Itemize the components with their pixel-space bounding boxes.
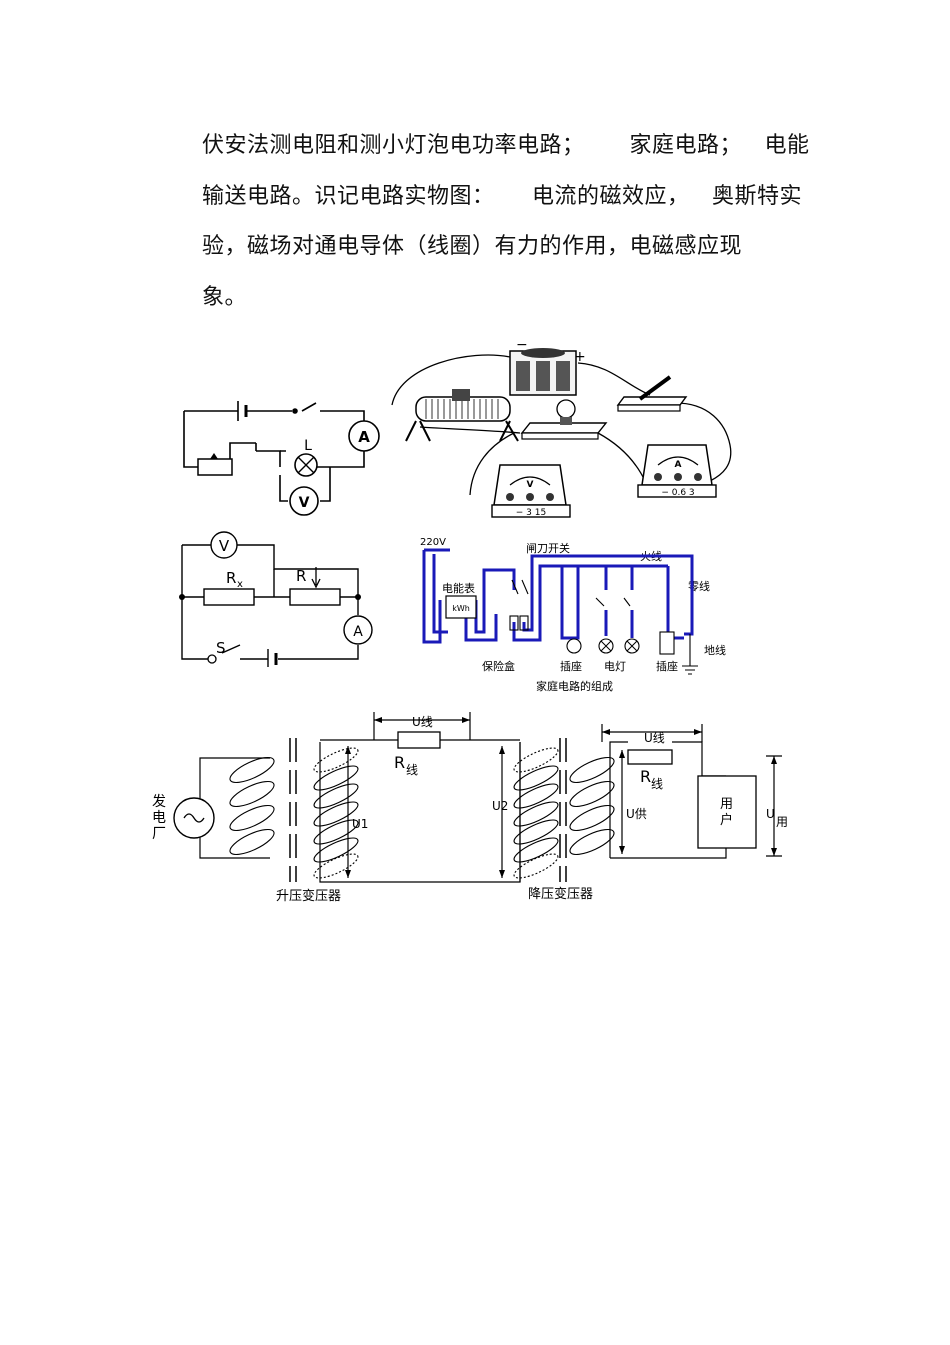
ammeter-symbol xyxy=(348,420,380,452)
line-resistor-left xyxy=(397,731,441,749)
lamp-board xyxy=(520,399,608,440)
rheostat-device xyxy=(405,389,519,442)
user-char-1: 用 xyxy=(720,797,733,812)
meter-unit: kWh xyxy=(452,604,470,613)
step-down-transformer xyxy=(513,738,615,882)
amp-device-mark: A xyxy=(675,460,682,470)
line-resistor-right xyxy=(627,749,673,765)
switch-label: S xyxy=(216,639,226,657)
paragraph-line-3: 验，磁场对通电导体（线圈）有力的作用，电磁感应现 xyxy=(202,234,743,259)
step-up-label: 升压变压器 xyxy=(276,888,341,904)
lamp-label: 电灯 xyxy=(604,660,626,673)
power-transmission-figure: 发 电 厂 U线 R 线 U1 U2 xyxy=(152,712,788,904)
socket1-label: 插座 xyxy=(560,659,582,673)
user-load-box xyxy=(697,775,757,849)
socket-2 xyxy=(659,631,675,655)
energy-meter xyxy=(445,595,477,619)
knife-switch-label: 闸刀开关 xyxy=(526,541,570,555)
generator-char-2: 电 xyxy=(152,810,166,826)
voltammetry-circuit-figure: A L V − + xyxy=(183,337,732,518)
generator-char-3: 厂 xyxy=(152,826,166,842)
rx-resistor xyxy=(203,588,255,606)
user-char-2: 户 xyxy=(720,812,733,828)
r-label: R xyxy=(296,567,306,585)
lamp-1 xyxy=(598,638,614,654)
battery-pack: − + xyxy=(509,337,586,396)
knife-switch xyxy=(616,375,688,412)
household-circuit-figure: 220V 闸刀开关 火线 零线 电能表 kWh 保险盒 插座 电灯 插座 地线 … xyxy=(420,537,726,693)
step-up-transformer xyxy=(229,738,359,882)
supply-label: 220V xyxy=(420,537,446,548)
ammeter-device: A − 0.6 3 xyxy=(637,444,717,498)
r-line-left-label: R xyxy=(394,753,405,772)
rx-label: R xyxy=(226,569,236,587)
paragraph-line-2: 输送电路。识记电路实物图： 电流的磁效应， 奥斯特实 xyxy=(202,184,802,209)
u-line-left-label: U线 xyxy=(412,715,433,729)
volt-terminal-labels: − 3 15 xyxy=(516,508,546,518)
voltmeter-symbol xyxy=(210,531,238,559)
u-supply-label: U供 xyxy=(626,807,647,821)
u-use-label: U xyxy=(766,807,775,821)
step-down-label: 降压变压器 xyxy=(528,886,593,902)
u2-label: U2 xyxy=(492,799,508,813)
ground-icon xyxy=(682,634,698,675)
r-line-left-sub: 线 xyxy=(406,763,418,777)
ammeter-label: A xyxy=(353,624,363,640)
rheostat-r xyxy=(289,588,341,606)
fuse-box-label: 保险盒 xyxy=(482,659,515,673)
battery-plus-label: + xyxy=(574,349,586,365)
battery-minus-label: − xyxy=(516,337,528,353)
lamp-2 xyxy=(624,638,640,654)
r-line-right-sub: 线 xyxy=(651,777,663,791)
meter-label: 电能表 xyxy=(442,581,475,595)
socket2-label: 插座 xyxy=(656,659,678,673)
ammeter-label: A xyxy=(358,428,370,446)
voltmeter-label: V xyxy=(299,495,310,511)
paragraph-line-4: 象。 xyxy=(202,285,248,310)
generator-char-1: 发 xyxy=(152,794,166,810)
ground-wire-label: 地线 xyxy=(704,643,726,657)
voltmeter-device: V − 3 15 xyxy=(491,464,571,518)
socket-1 xyxy=(566,638,582,654)
r-line-right-label: R xyxy=(640,767,651,786)
rheostat-symbol xyxy=(197,458,233,476)
voltmeter-label: V xyxy=(219,537,230,555)
u1-label: U1 xyxy=(352,817,368,831)
rx-subscript: x xyxy=(237,579,243,590)
figure-caption: 家庭电路的组成 xyxy=(536,679,613,693)
lamp-label: L xyxy=(304,438,312,454)
rx-measurement-figure: V R x R A S xyxy=(179,531,373,667)
u-line-right-label: U线 xyxy=(644,731,665,745)
volt-device-mark: V xyxy=(527,480,534,490)
amp-terminal-labels: − 0.6 3 xyxy=(661,488,694,498)
ammeter-symbol xyxy=(343,615,373,645)
paragraph-line-1: 伏安法测电阻和测小灯泡电功率电路； 家庭电路； 电能 xyxy=(202,133,810,158)
voltmeter-symbol xyxy=(289,486,319,516)
u-use-sub: 用 xyxy=(776,815,788,829)
